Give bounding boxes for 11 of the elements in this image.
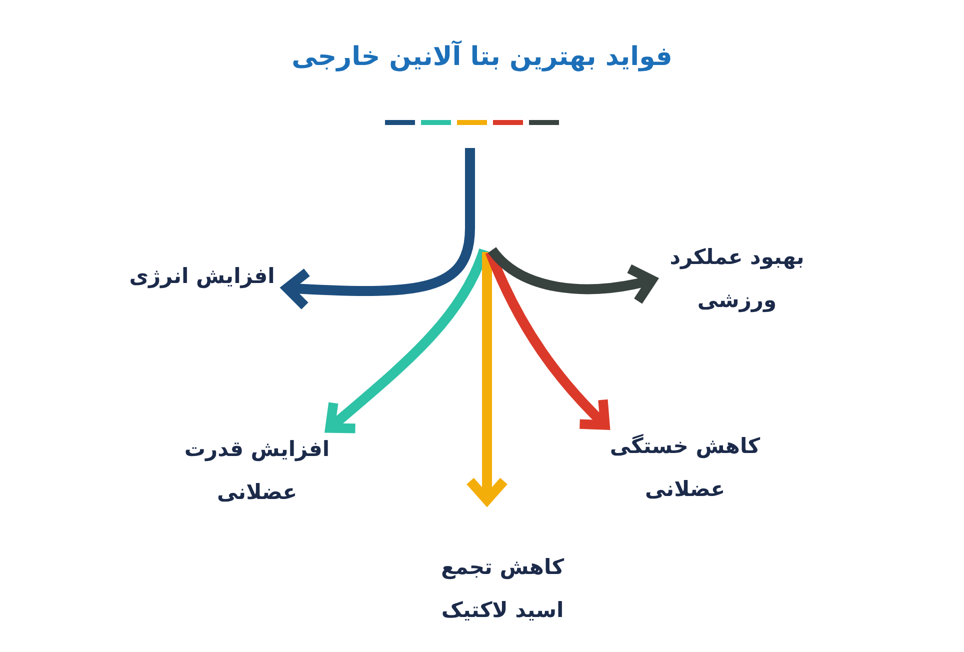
arrow xyxy=(465,252,509,505)
arrow xyxy=(282,148,475,311)
benefit-label: افزایش انرژی xyxy=(128,263,276,290)
arrow xyxy=(485,250,610,430)
benefit-label: کاهش تجمع اسید لاکتیک xyxy=(440,554,566,624)
arrow xyxy=(488,246,657,306)
benefit-label: افزایش قدرت عضلانی xyxy=(183,436,331,506)
benefit-label: کاهش خستگی عضلانی xyxy=(608,433,762,503)
arrow xyxy=(325,248,489,434)
title: فواید بهترین بتا آلانین خارجی xyxy=(290,42,674,72)
benefit-label: بهبود عملکرد ورزشی xyxy=(668,244,806,314)
